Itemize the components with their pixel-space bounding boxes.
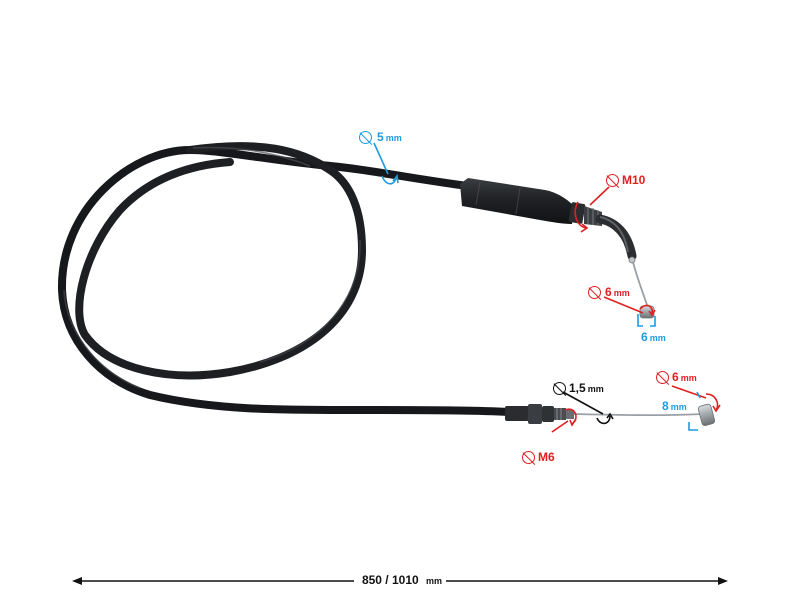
diameter-symbol-icon: [606, 174, 619, 187]
annotation-arrows: [373, 142, 721, 433]
top-thread-label: M10: [622, 173, 646, 187]
diameter-symbol-icon: [588, 286, 601, 299]
diameter-symbol-icon: [553, 382, 566, 395]
bottom-end-fitting: [505, 403, 716, 426]
overall-length-label: 850 / 1010 mm: [0, 573, 800, 587]
bottom-thread-label: M6: [538, 450, 555, 464]
diameter-symbol-icon: [359, 131, 372, 144]
diameter-symbol-icon: [522, 451, 535, 464]
top-end-fitting: [460, 178, 655, 319]
cable-housing: [57, 142, 514, 416]
diameter-symbol-icon: [656, 371, 669, 384]
